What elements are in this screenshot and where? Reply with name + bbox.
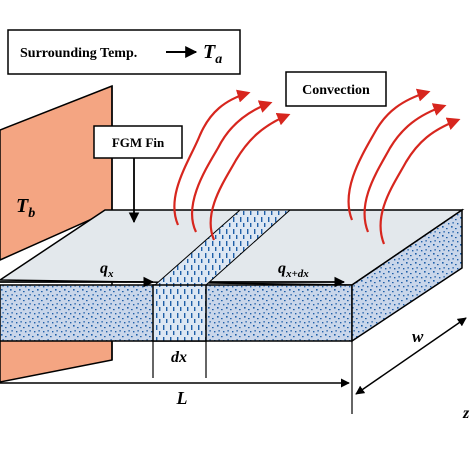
differential-element [152,209,292,378]
surrounding-temp-label: Surrounding Temp. [20,46,137,61]
surrounding-temp-box: Surrounding Temp. Ta [7,29,241,75]
ambient-temp-symbol: Ta [203,41,222,67]
fin-side-face [351,208,463,343]
fin-label-box: FGM Fin [93,125,183,224]
convection-arrows-right [347,88,461,245]
width-dimension: w z [355,317,470,422]
heat-in-label: qx [100,260,114,280]
convection-arrows-left [173,89,291,241]
convection-box: Convection [285,71,387,107]
length-label: L [176,388,188,408]
heat-out-arrow: qx+dx [210,260,346,288]
heat-out-label: qx+dx [278,260,309,280]
z-axis-label-partial: z [462,405,470,422]
dx-label: dx [171,349,187,366]
width-label: w [412,327,424,346]
fin-label: FGM Fin [112,135,165,150]
heat-in-arrow: qx [0,260,155,288]
length-dimension: L [0,341,353,414]
convection-label: Convection [302,83,370,98]
base-temp-symbol: Tb [16,195,35,221]
